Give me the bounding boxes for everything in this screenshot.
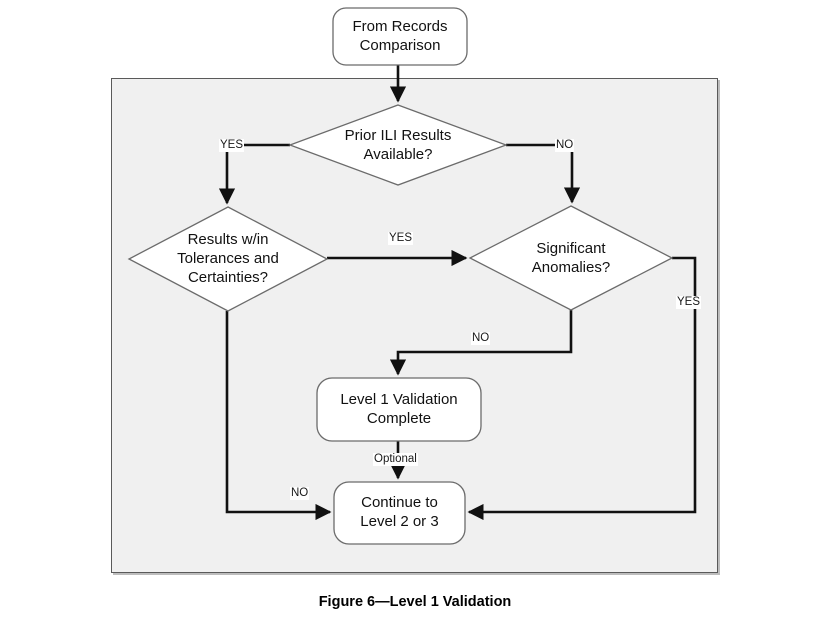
edge-label-prior-ili-no: NO	[555, 139, 575, 152]
node-prior-ili-shape[interactable]	[288, 104, 508, 186]
edge-results-within-no	[225, 311, 332, 521]
node-significant-anomalies-shape[interactable]	[468, 205, 674, 311]
edge-label-results-within-no: NO	[290, 487, 310, 500]
edge-label-optional: Optional	[373, 453, 418, 466]
edge-anomalies-yes	[467, 256, 697, 521]
edge-prior-ili-no	[506, 143, 581, 204]
edge-prior-ili-yes	[218, 143, 290, 205]
edge-label-results-within-yes: YES	[388, 232, 414, 245]
edge-label-anomalies-yes: YES	[676, 296, 702, 309]
node-continue-level-2-3-shape[interactable]	[333, 481, 466, 545]
node-from-records-shape[interactable]	[332, 7, 468, 66]
node-level1-complete-shape[interactable]	[316, 377, 482, 442]
node-results-within-shape[interactable]	[127, 206, 329, 312]
figure-caption: Figure 6—Level 1 Validation	[318, 594, 512, 610]
edge-label-prior-ili-yes: YES	[219, 139, 245, 152]
edge-anomalies-no	[389, 310, 573, 376]
edge-label-anomalies-no: NO	[471, 332, 491, 345]
